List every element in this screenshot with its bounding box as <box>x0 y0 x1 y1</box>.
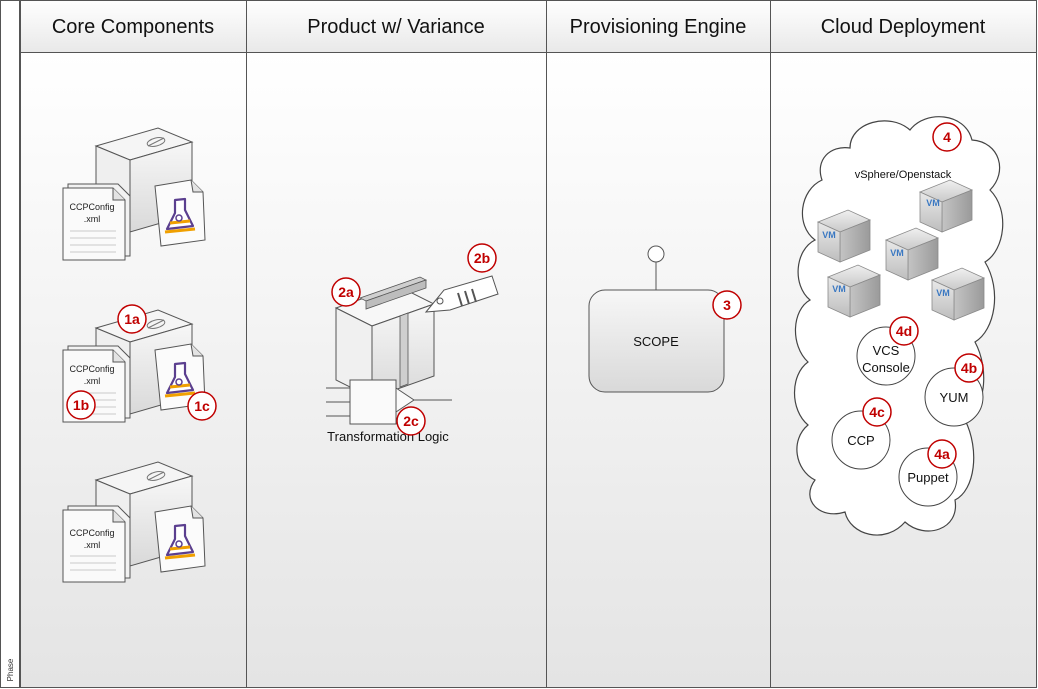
step-badge-1b: 1b <box>66 390 96 420</box>
svg-text:VM: VM <box>822 230 836 240</box>
step-badge-4c: 4c <box>862 397 892 427</box>
svg-text:2b: 2b <box>474 250 490 266</box>
step-badge-3: 3 <box>712 290 742 320</box>
svg-text:2c: 2c <box>403 413 419 429</box>
core-component-group: CCPConfig .xml <box>62 461 207 583</box>
step-badge-4a: 4a <box>927 439 957 469</box>
lane-borders <box>20 0 1037 688</box>
connection-point-icon <box>647 245 665 263</box>
transformation-logic-label: Transformation Logic <box>327 429 449 444</box>
file-name-line1: CCPConfig <box>69 202 114 212</box>
file-name-line1: CCPConfig <box>69 364 114 374</box>
cloud-platform-label: vSphere/Openstack <box>855 169 952 181</box>
file-name-line2: .xml <box>84 214 101 224</box>
phase-label: Phase <box>6 658 15 681</box>
file-name-line2: .xml <box>84 540 101 550</box>
lane-title-product-variance: Product w/ Variance <box>307 16 485 38</box>
step-badges: 1a 1b 1c 2a 2b 2c 3 4 4d 4b 4c 4a <box>66 122 984 469</box>
svg-text:4a: 4a <box>934 446 950 462</box>
svg-text:VCS: VCS <box>873 343 900 358</box>
vm-icon: VM <box>827 264 881 318</box>
svg-text:1b: 1b <box>73 397 89 413</box>
svg-text:4b: 4b <box>961 360 977 376</box>
svg-text:VM: VM <box>832 284 846 294</box>
step-badge-1a: 1a <box>117 304 147 334</box>
vm-icon: VM <box>931 267 985 321</box>
xml-file-icon <box>62 187 126 261</box>
scope-engine: SCOPE <box>588 245 725 393</box>
step-badge-2a: 2a <box>331 277 361 307</box>
vm-icon: VM <box>919 179 973 233</box>
step-badge-4: 4 <box>932 122 962 152</box>
product-package: Transformation Logic <box>326 275 499 444</box>
core-component-group: CCPConfig .xml <box>62 127 207 261</box>
svg-text:VM: VM <box>890 248 904 258</box>
lane-title-cloud-deployment: Cloud Deployment <box>821 16 986 38</box>
step-badge-2b: 2b <box>467 243 497 273</box>
file-name-line2: .xml <box>84 376 101 386</box>
transformation-logic-component <box>326 379 452 425</box>
svg-text:3: 3 <box>723 297 731 313</box>
vm-icon: VM <box>885 227 939 281</box>
svg-text:4c: 4c <box>869 404 885 420</box>
step-badge-4b: 4b <box>954 353 984 383</box>
file-name-line1: CCPConfig <box>69 528 114 538</box>
price-tag-icon <box>424 275 499 313</box>
lane-title-core-components: Core Components <box>52 16 214 38</box>
step-badge-2c: 2c <box>396 406 426 436</box>
phase-column: Phase <box>0 0 20 688</box>
svg-text:Puppet: Puppet <box>907 470 949 485</box>
flask-document-icon <box>153 178 207 248</box>
svg-text:VM: VM <box>926 198 940 208</box>
svg-text:CCP: CCP <box>847 433 874 448</box>
vm-icon: VM <box>817 209 871 263</box>
scope-label: SCOPE <box>633 334 679 349</box>
svg-text:Console: Console <box>862 360 910 375</box>
svg-text:VM: VM <box>936 288 950 298</box>
svg-text:4: 4 <box>943 129 951 145</box>
svg-text:1c: 1c <box>194 398 210 414</box>
lane-title-provisioning-engine: Provisioning Engine <box>570 16 747 38</box>
svg-text:1a: 1a <box>124 311 140 327</box>
svg-text:YUM: YUM <box>940 390 969 405</box>
flask-document-icon <box>153 504 207 574</box>
step-badge-4d: 4d <box>889 316 919 346</box>
svg-text:4d: 4d <box>896 323 912 339</box>
step-badge-1c: 1c <box>187 391 217 421</box>
svg-text:2a: 2a <box>338 284 354 300</box>
